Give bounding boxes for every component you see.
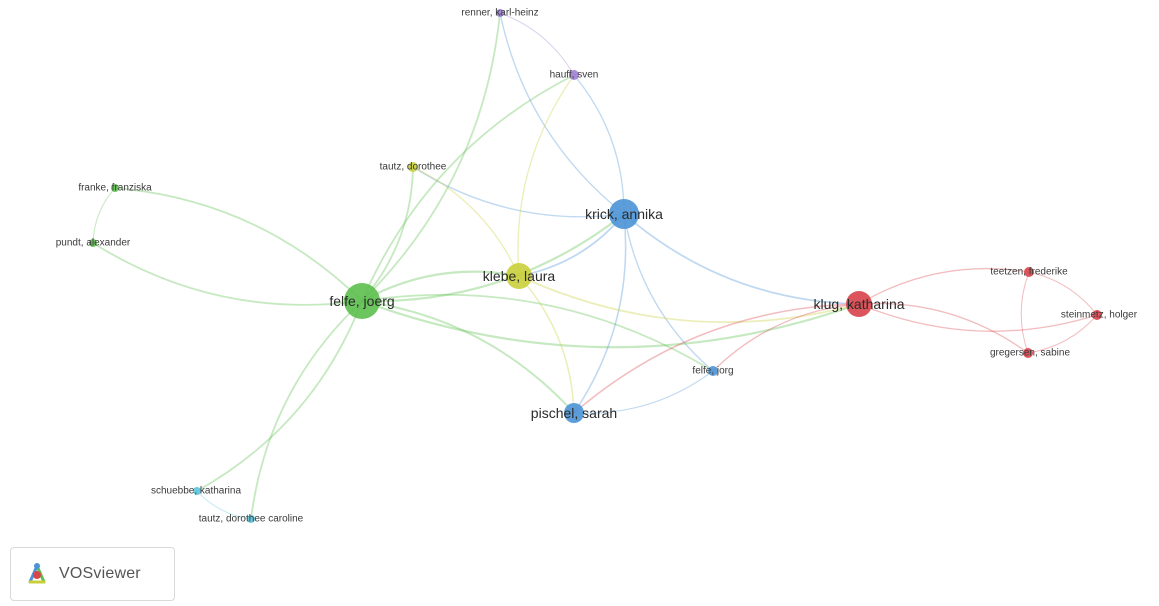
- node-klebe-laura[interactable]: [506, 263, 532, 289]
- edge-schuebbe_katharina-tautz_dorothee_caroline: [196, 490, 252, 520]
- edge-teetzen_frederike-steinmetz_holger: [1028, 271, 1098, 316]
- edge-krick_annika-felfe_jorg: [623, 213, 714, 372]
- edge-felfe_joerg-klug_katharina: [361, 299, 860, 349]
- node-hauff-sven[interactable]: [569, 70, 579, 80]
- label-felfe-jorg[interactable]: felfe, jorg: [692, 366, 733, 377]
- label-tautz-dorothee[interactable]: tautz, dorothee: [380, 162, 447, 173]
- edge-felfe_joerg-pundt_alexander: [92, 242, 363, 306]
- edge-klebe_laura-klug_katharina: [518, 275, 860, 324]
- edge-klebe_laura-hauff_sven: [517, 74, 575, 277]
- edge-felfe_joerg-schuebbe_katharina: [196, 300, 363, 492]
- label-pischel-sarah[interactable]: pischel, sarah: [531, 405, 617, 421]
- label-layer: felfe, joerg krick, annika klebe, laura klu…: [56, 8, 1138, 525]
- edge-klebe_laura-tautz_dorothee: [412, 166, 520, 277]
- edge-renner_karl_heinz-hauff_sven: [499, 12, 575, 76]
- vosviewer-logo: VOSviewer: [10, 547, 175, 601]
- label-gregersen-sabine[interactable]: gregersen, sabine: [990, 348, 1070, 359]
- node-tautz-dorothee[interactable]: [408, 162, 418, 172]
- edge-klug_katharina-pischel_sarah: [573, 303, 860, 414]
- node-steinmetz-holger[interactable]: [1092, 310, 1102, 320]
- vosviewer-logo-icon: [28, 563, 46, 584]
- edge-layer: [92, 12, 1098, 520]
- node-klug-katharina[interactable]: [846, 291, 872, 317]
- edge-klug_katharina-steinmetz_holger: [858, 303, 1098, 332]
- edge-felfe_joerg-klebe_laura: [361, 270, 520, 302]
- edge-felfe_joerg-hauff_sven: [361, 74, 575, 302]
- edge-krick_annika-hauff_sven: [573, 74, 625, 215]
- edge-felfe_joerg-franke_franziska: [114, 187, 363, 302]
- edge-pischel_sarah-felfe_jorg: [573, 370, 714, 414]
- label-hauff-sven[interactable]: hauff, sven: [550, 70, 599, 81]
- node-franke-franziska[interactable]: [111, 184, 119, 192]
- edge-klug_katharina-teetzen_frederike: [858, 267, 1030, 305]
- edge-krick_annika-tautz_dorothee: [412, 166, 625, 218]
- label-klug-katharina[interactable]: klug, katharina: [813, 296, 904, 312]
- label-tautz-dorothee-caroline[interactable]: tautz, dorothee caroline: [199, 514, 304, 525]
- node-renner-karl-heinz[interactable]: [496, 9, 504, 17]
- label-teetzen-frederike[interactable]: teetzen, frederike: [990, 267, 1068, 278]
- edge-krick_annika-klebe_laura: [518, 213, 625, 277]
- node-pundt-alexander[interactable]: [89, 239, 97, 247]
- edge-klebe_laura-pischel_sarah: [518, 275, 575, 414]
- label-schuebbe-katharina[interactable]: schuebbe, katharina: [151, 486, 242, 497]
- node-teetzen-frederike[interactable]: [1024, 267, 1034, 277]
- edge-franke_franziska-pundt_alexander: [92, 187, 116, 244]
- label-franke-franziska[interactable]: franke, franziska: [78, 183, 152, 194]
- edge-klug_katharina-felfe_jorg: [712, 303, 860, 372]
- edge-krick_annika-pischel_sarah: [573, 213, 627, 414]
- node-krick-annika[interactable]: [609, 199, 639, 229]
- edge-teetzen_frederike-gregersen_sabine: [1020, 271, 1030, 354]
- edge-klug_katharina-gregersen_sabine: [858, 302, 1029, 354]
- node-layer: [89, 9, 1102, 523]
- edge-felfe_joerg-tautz_dorothee: [361, 166, 414, 302]
- label-pundt-alexander[interactable]: pundt, alexander: [56, 238, 131, 249]
- label-krick-annika[interactable]: krick, annika: [585, 206, 663, 222]
- edge-steinmetz_holger-gregersen_sabine: [1027, 314, 1098, 354]
- node-pischel-sarah[interactable]: [564, 403, 584, 423]
- edge-felfe_joerg-felfe_jorg: [361, 293, 714, 372]
- edge-felfe_joerg-renner_karl_heinz: [361, 12, 501, 302]
- label-felfe-joerg[interactable]: felfe, joerg: [329, 293, 394, 309]
- node-felfe-jorg[interactable]: [708, 366, 718, 376]
- edge-felfe_joerg-krick_annika: [361, 213, 625, 303]
- edge-felfe_joerg-pischel_sarah: [361, 299, 575, 414]
- vosviewer-logo-text: VOSviewer: [59, 565, 141, 582]
- label-klebe-laura[interactable]: klebe, laura: [483, 268, 556, 284]
- node-tautz-dorothee-caroline[interactable]: [247, 515, 255, 523]
- label-steinmetz-holger[interactable]: steinmetz, holger: [1061, 310, 1138, 321]
- node-schuebbe-katharina[interactable]: [193, 487, 201, 495]
- node-felfe-joerg[interactable]: [344, 283, 380, 319]
- label-renner-karl-heinz[interactable]: renner, karl-heinz: [461, 8, 538, 19]
- edge-krick_annika-klug_katharina: [623, 213, 860, 305]
- node-gregersen-sabine[interactable]: [1023, 348, 1033, 358]
- edge-felfe_joerg-tautz_dorothee_caroline: [250, 300, 363, 520]
- edge-krick_annika-renner_karl_heinz: [499, 12, 625, 215]
